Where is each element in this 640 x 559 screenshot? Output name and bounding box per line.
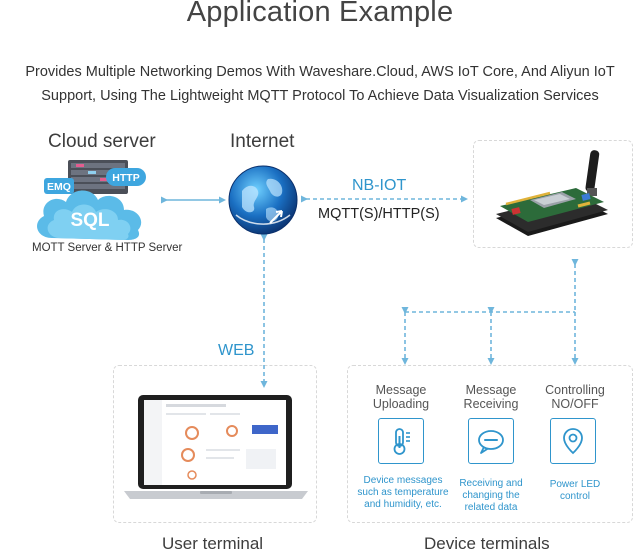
- web-label: WEB: [218, 342, 255, 359]
- cloud-server-illustration: EMQ HTTP SQL: [37, 160, 146, 240]
- feature-controlling-title: Controlling NO/OFF: [545, 383, 605, 411]
- chat-bubble-icon: [478, 430, 504, 454]
- device-terminals-label: Device terminals: [424, 534, 550, 553]
- cloud-badge-emq: EMQ: [47, 181, 71, 193]
- link-transport-label: MQTT(S)/HTTP(S): [318, 206, 440, 222]
- feature-uploading-desc: Device messages such as temperature and …: [357, 475, 449, 510]
- feature-receiving-desc: Receiving and changing the related data: [459, 478, 523, 513]
- feature-controlling-box: [550, 418, 596, 464]
- feature-receiving-box: [468, 418, 514, 464]
- feature-controlling-desc: Power LED control: [549, 479, 601, 502]
- location-pin-icon: [563, 428, 583, 455]
- cloud-server-caption: MOTT Server & HTTP Server: [32, 242, 183, 254]
- globe-icon: [228, 165, 298, 235]
- feature-uploading-title: Message Uploading: [372, 383, 430, 411]
- subtitle-line-2: Support, Using The Lightweight MQTT Prot…: [41, 88, 599, 104]
- cloud-badge-http: HTTP: [112, 172, 139, 184]
- page-subtitle: Provides Multiple Networking Demos With …: [0, 60, 640, 108]
- feature-uploading-box: [378, 418, 424, 464]
- cloud-server-label: Cloud server: [48, 131, 156, 152]
- laptop-icon: [124, 395, 308, 499]
- antenna-icon: [585, 150, 600, 196]
- user-terminal-label: User terminal: [162, 534, 264, 553]
- link-protocol-label: NB-IOT: [352, 177, 407, 194]
- feature-receiving-title: Message Receiving: [463, 383, 519, 411]
- subtitle-line-1: Provides Multiple Networking Demos With …: [25, 64, 615, 80]
- cloud-badge-sql: SQL: [70, 210, 109, 231]
- internet-label: Internet: [230, 131, 295, 152]
- page-title: Application Example: [186, 0, 454, 28]
- nb-iot-hat-board: [496, 150, 608, 236]
- thermometer-icon: [393, 428, 410, 455]
